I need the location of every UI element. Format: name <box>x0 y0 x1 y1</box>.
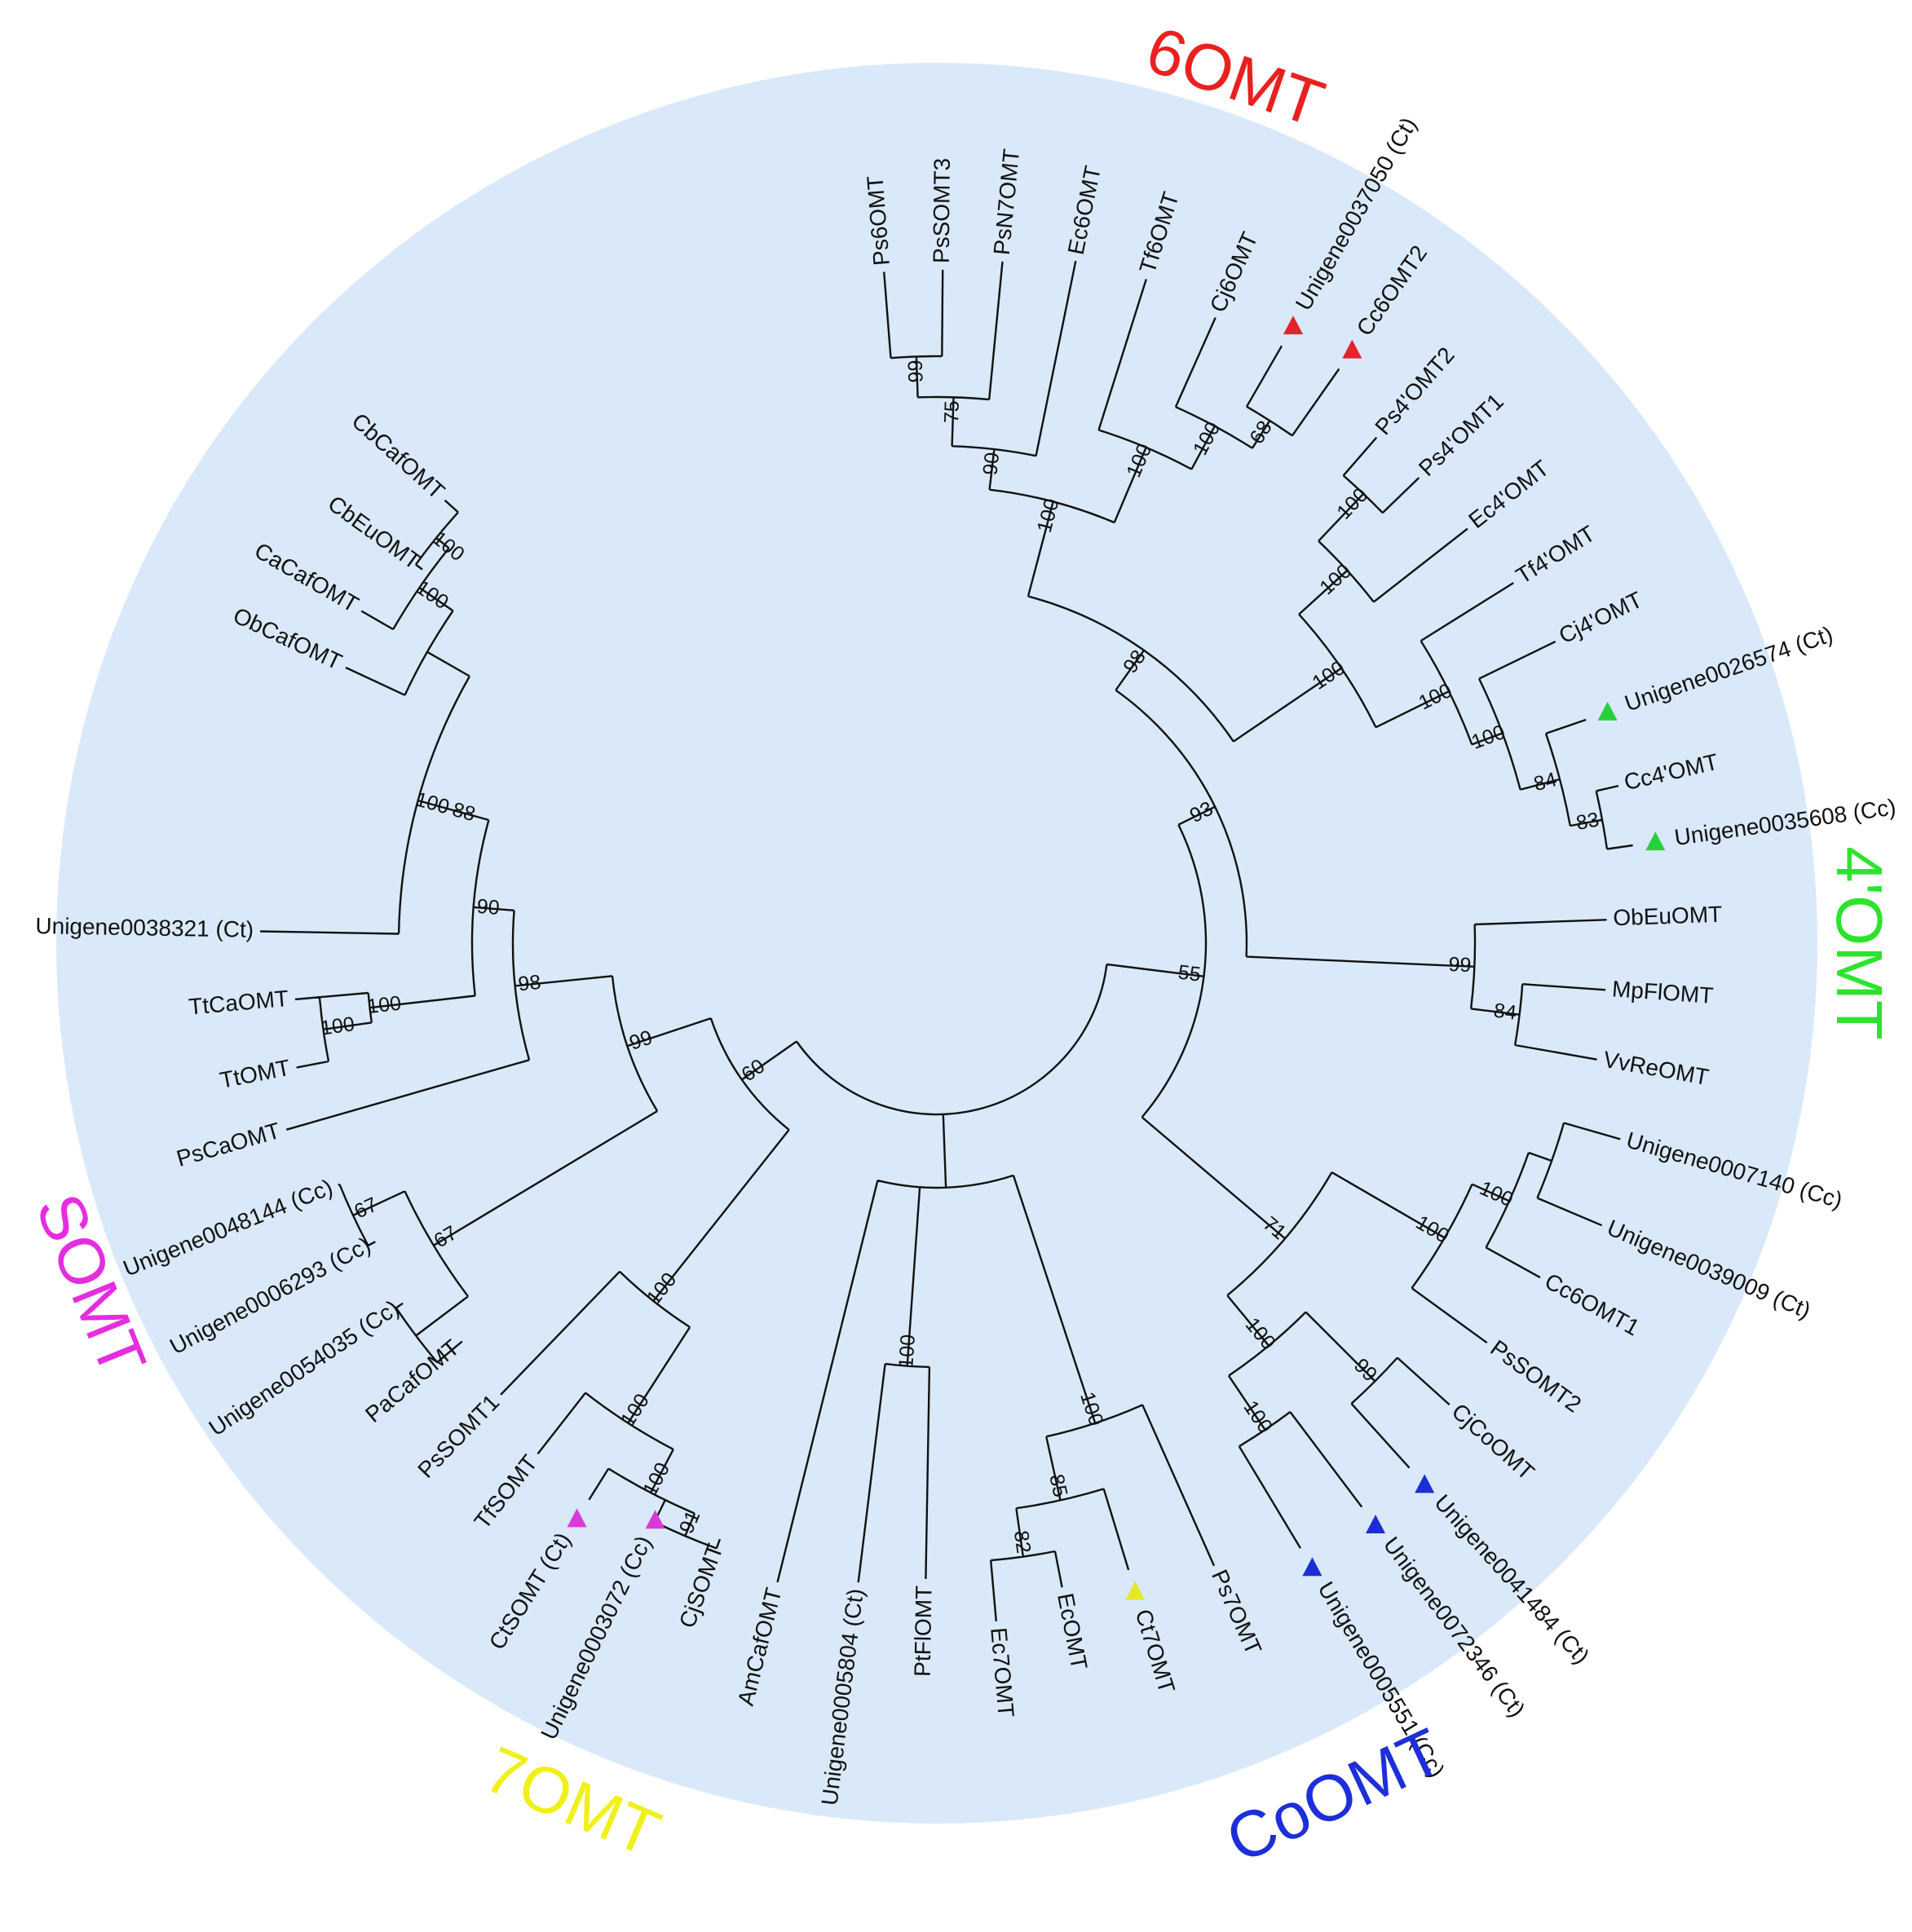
bootstrap-value: 100 <box>894 1334 920 1370</box>
bootstrap-value: 85 <box>1044 1472 1071 1499</box>
green-triangle-marker-icon <box>1645 831 1666 851</box>
bootstrap-value: 99 <box>1448 953 1472 977</box>
bootstrap-value: 99 <box>904 359 928 383</box>
clade-label: 4'OMT <box>1823 846 1896 1040</box>
bootstrap-value: 82 <box>1009 1529 1035 1555</box>
leaf-label: Unigene0038321 (Ct) <box>35 913 254 942</box>
blue-triangle-marker-icon <box>1366 1514 1386 1533</box>
leaf-label: PtFlOMT <box>910 1586 937 1678</box>
bootstrap-value: 90 <box>978 451 1004 476</box>
leaf-label: ObEuOMT <box>1613 902 1723 931</box>
magenta-triangle-marker-icon <box>567 1508 587 1528</box>
bootstrap-value: 100 <box>366 992 403 1019</box>
branch-path <box>260 260 1633 1621</box>
bootstrap-value: 90 <box>476 895 501 920</box>
bootstrap-value: 75 <box>940 400 964 424</box>
blue-triangle-marker-icon <box>1302 1557 1323 1577</box>
blue-triangle-marker-icon <box>1415 1474 1435 1493</box>
red-triangle-marker-icon <box>1283 315 1303 335</box>
tree-background-circle <box>56 63 1817 1824</box>
bootstrap-value: 83 <box>1574 808 1601 835</box>
red-triangle-marker-icon <box>1342 339 1362 359</box>
magenta-triangle-marker-icon <box>645 1510 665 1529</box>
bootstrap-value: 98 <box>517 971 541 996</box>
bootstrap-value: 84 <box>1492 999 1517 1025</box>
green-triangle-marker-icon <box>1597 701 1618 721</box>
leaf-label: PsSOMT3 <box>929 158 955 263</box>
bootstrap-value: 100 <box>319 1012 355 1040</box>
yellow-triangle-marker-icon <box>1125 1581 1146 1600</box>
tree-branches <box>260 260 1633 1621</box>
bootstrap-value: 55 <box>1177 961 1202 986</box>
